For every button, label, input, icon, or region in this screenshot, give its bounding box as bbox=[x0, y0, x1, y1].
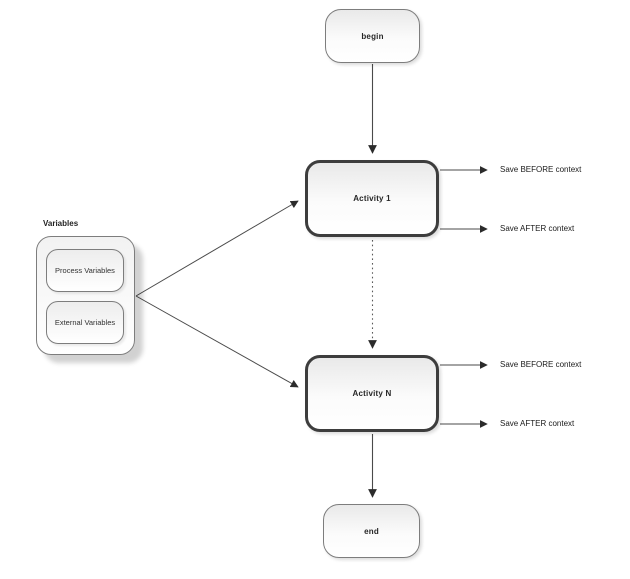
process-variables-node: Process Variables bbox=[46, 249, 124, 292]
activity-1-node: Activity 1 bbox=[305, 160, 439, 237]
activityN-save-after-label: Save AFTER context bbox=[500, 419, 575, 428]
variables-group-title: Variables bbox=[43, 219, 79, 228]
activity-n-node: Activity N bbox=[305, 355, 439, 432]
activityN-save-before-label: Save BEFORE context bbox=[500, 360, 582, 369]
external-variables-node: External Variables bbox=[46, 301, 124, 344]
connector-variables-activity1 bbox=[135, 200, 299, 297]
activity1-save-before-label: Save BEFORE context bbox=[500, 165, 582, 174]
begin-node: begin bbox=[325, 9, 420, 63]
activity1-save-after-label: Save AFTER context bbox=[500, 224, 575, 233]
connector-variables-activityN bbox=[135, 295, 299, 388]
end-node: end bbox=[323, 504, 420, 558]
